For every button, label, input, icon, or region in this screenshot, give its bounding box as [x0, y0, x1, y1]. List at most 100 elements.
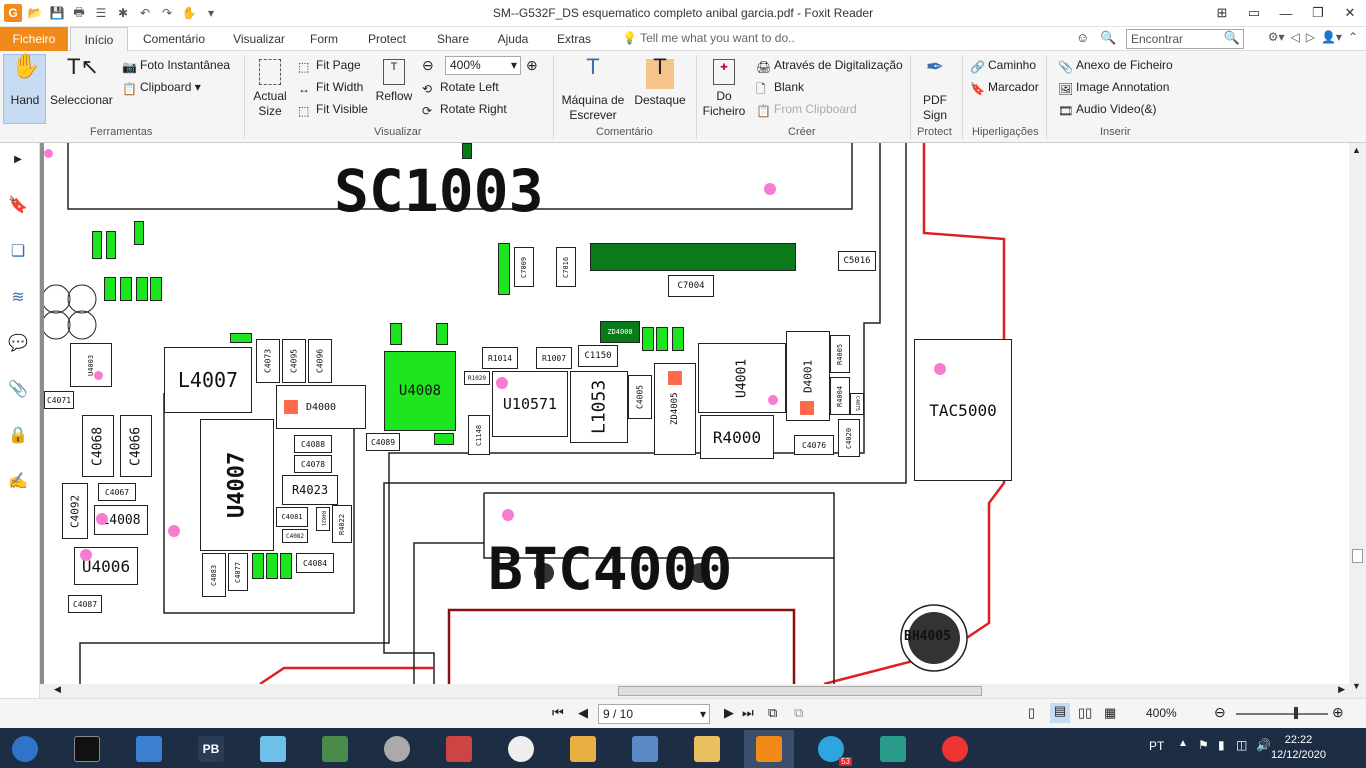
- new-icon[interactable]: ✱: [117, 6, 129, 20]
- tab-protect[interactable]: Protect: [367, 32, 406, 46]
- typewriter-button[interactable]: T Máquina de Escrever: [558, 56, 628, 123]
- taskbar-app[interactable]: [620, 730, 670, 768]
- tab-view[interactable]: Visualizar: [233, 32, 285, 46]
- tab-home[interactable]: Início: [70, 27, 128, 51]
- collapse-ribbon-icon[interactable]: ⌃: [1347, 30, 1358, 44]
- tab-help[interactable]: Ajuda: [497, 32, 529, 46]
- zoom-select[interactable]: 400%▾: [445, 56, 521, 75]
- taskbar-app[interactable]: [558, 730, 608, 768]
- layers-icon[interactable]: ≋: [11, 289, 25, 306]
- previous-view-icon[interactable]: ⧉: [768, 705, 778, 720]
- highlight-button[interactable]: T Destaque: [632, 56, 688, 108]
- path-button[interactable]: 🔗Caminho: [970, 58, 1036, 74]
- user-icon[interactable]: 👤▾: [1320, 30, 1342, 44]
- bookmarks-icon[interactable]: 🔖: [8, 197, 28, 214]
- zoom-in-icon[interactable]: ⊕: [526, 57, 538, 73]
- rotate-left-button[interactable]: ⟲Rotate Left: [422, 80, 499, 96]
- taskbar-telegram[interactable]: 53: [806, 730, 856, 768]
- hand-tool[interactable]: ✋ Hand: [5, 55, 45, 108]
- page-number-input[interactable]: 9 / 10▾: [598, 704, 710, 724]
- tab-share[interactable]: Share: [436, 32, 470, 46]
- next-page-icon[interactable]: ▶: [724, 705, 734, 720]
- pages-icon[interactable]: ❏: [10, 243, 26, 260]
- print-icon[interactable]: 🖶: [73, 4, 85, 19]
- zoom-in-icon[interactable]: ⊕: [1332, 704, 1344, 720]
- redo-icon[interactable]: ↷: [161, 6, 173, 20]
- facing-page-icon[interactable]: ▯▯: [1078, 705, 1093, 720]
- close-button[interactable]: ✕: [1344, 5, 1356, 20]
- minimize-button[interactable]: —: [1279, 5, 1293, 21]
- language-indicator[interactable]: PT: [1149, 739, 1165, 753]
- gear-icon[interactable]: ⚙▾: [1267, 30, 1285, 44]
- audio-video-button[interactable]: 🎞Audio Video(&): [1058, 102, 1157, 118]
- image-annotation-button[interactable]: 🖼Image Annotation: [1058, 80, 1169, 96]
- zoom-slider-thumb[interactable]: [1294, 707, 1298, 719]
- network-icon[interactable]: ◫: [1236, 738, 1248, 752]
- taskbar-app[interactable]: [372, 730, 422, 768]
- next-arrow-icon[interactable]: ▷: [1305, 30, 1315, 44]
- scroll-down-icon[interactable]: ▼: [1352, 681, 1361, 691]
- single-page-icon[interactable]: ▯: [1028, 705, 1036, 720]
- horizontal-scrollbar[interactable]: ◀ ▶: [40, 684, 1349, 698]
- vertical-scrollbar[interactable]: ▲ ▼: [1349, 143, 1366, 698]
- taskbar-app[interactable]: [682, 730, 732, 768]
- reflow-button[interactable]: T Reflow: [374, 59, 414, 104]
- snapshot-button[interactable]: 📷Foto Instantânea: [122, 58, 230, 74]
- taskbar-app[interactable]: [124, 730, 174, 768]
- attachments-icon[interactable]: 📎: [8, 381, 28, 398]
- signature-icon[interactable]: ✍: [8, 473, 28, 490]
- taskbar-chrome[interactable]: [930, 730, 980, 768]
- restore-button[interactable]: ❐: [1312, 5, 1324, 20]
- system-clock[interactable]: 22:22 12/12/2020: [1271, 733, 1326, 763]
- fit-visible-button[interactable]: ⬚Fit Visible: [298, 102, 368, 118]
- tab-file[interactable]: Ficheiro: [0, 27, 68, 51]
- flag-icon[interactable]: ⚑: [1198, 738, 1209, 752]
- expand-arrow-icon[interactable]: ▶: [14, 153, 22, 165]
- layout-icon[interactable]: ⊞: [1216, 5, 1228, 20]
- scroll-up-icon[interactable]: ▲: [1352, 145, 1361, 155]
- blank-button[interactable]: 🗋Blank: [756, 80, 804, 96]
- find-settings-icon[interactable]: 🔍: [1100, 30, 1117, 45]
- vertical-scroll-thumb[interactable]: [1352, 549, 1363, 563]
- tell-me-box[interactable]: 💡 Tell me what you want to do..: [622, 31, 795, 45]
- actual-size-button[interactable]: Actual Size: [250, 59, 290, 119]
- hand-tool-icon[interactable]: ✋: [181, 6, 197, 20]
- hand-button[interactable]: [3, 54, 46, 124]
- smiley-icon[interactable]: ☺: [1076, 30, 1090, 45]
- taskbar-app[interactable]: [868, 730, 918, 768]
- prev-arrow-icon[interactable]: ◁: [1290, 30, 1300, 44]
- taskbar-app[interactable]: [496, 730, 546, 768]
- scroll-right-icon[interactable]: ▶: [1338, 684, 1345, 694]
- bookmark-button[interactable]: 🔖Marcador: [970, 80, 1039, 96]
- taskbar-app[interactable]: [248, 730, 298, 768]
- zoom-slider[interactable]: [1236, 713, 1328, 715]
- clipboard-button[interactable]: 📋Clipboard ▾: [122, 80, 201, 96]
- continuous-facing-icon[interactable]: ▦: [1104, 705, 1117, 720]
- scroll-left-icon[interactable]: ◀: [54, 684, 61, 694]
- from-file-button[interactable]: ✚ Do Ficheiro: [700, 59, 748, 119]
- tab-extras[interactable]: Extras: [556, 32, 591, 46]
- file-attachment-button[interactable]: 📎Anexo de Ficheiro: [1058, 58, 1173, 74]
- restore-small-icon[interactable]: ▭: [1247, 5, 1261, 20]
- fit-width-button[interactable]: ↔Fit Width: [298, 80, 363, 96]
- taskbar-cmd[interactable]: [62, 730, 112, 768]
- undo-icon[interactable]: ↶: [139, 6, 151, 20]
- taskbar-app[interactable]: [434, 730, 484, 768]
- select-tool[interactable]: T↖ Seleccionar: [50, 56, 113, 108]
- first-page-icon[interactable]: ⏮: [552, 705, 564, 720]
- taskbar-app[interactable]: [310, 730, 360, 768]
- comments-icon[interactable]: 💬: [8, 335, 28, 352]
- last-page-icon[interactable]: ⏭: [742, 705, 754, 720]
- open-icon[interactable]: 📂: [27, 6, 43, 20]
- document-view[interactable]: SC1003 BTC4000 U4008 U4007 L4007 L1053 U…: [40, 143, 1349, 684]
- zoom-out-icon[interactable]: ⊖: [422, 57, 434, 73]
- next-view-icon[interactable]: ⧉: [794, 705, 804, 720]
- from-scanner-button[interactable]: 🖨Através de Digitalização: [756, 58, 903, 74]
- zoom-out-icon[interactable]: ⊖: [1214, 704, 1226, 720]
- customize-arrow-icon[interactable]: ▾: [207, 6, 215, 20]
- horizontal-scroll-thumb[interactable]: [618, 686, 982, 696]
- properties-icon[interactable]: ☰: [95, 6, 107, 20]
- security-lock-icon[interactable]: 🔒: [8, 427, 28, 444]
- start-button[interactable]: [0, 730, 50, 768]
- taskbar-foxit[interactable]: [744, 730, 794, 768]
